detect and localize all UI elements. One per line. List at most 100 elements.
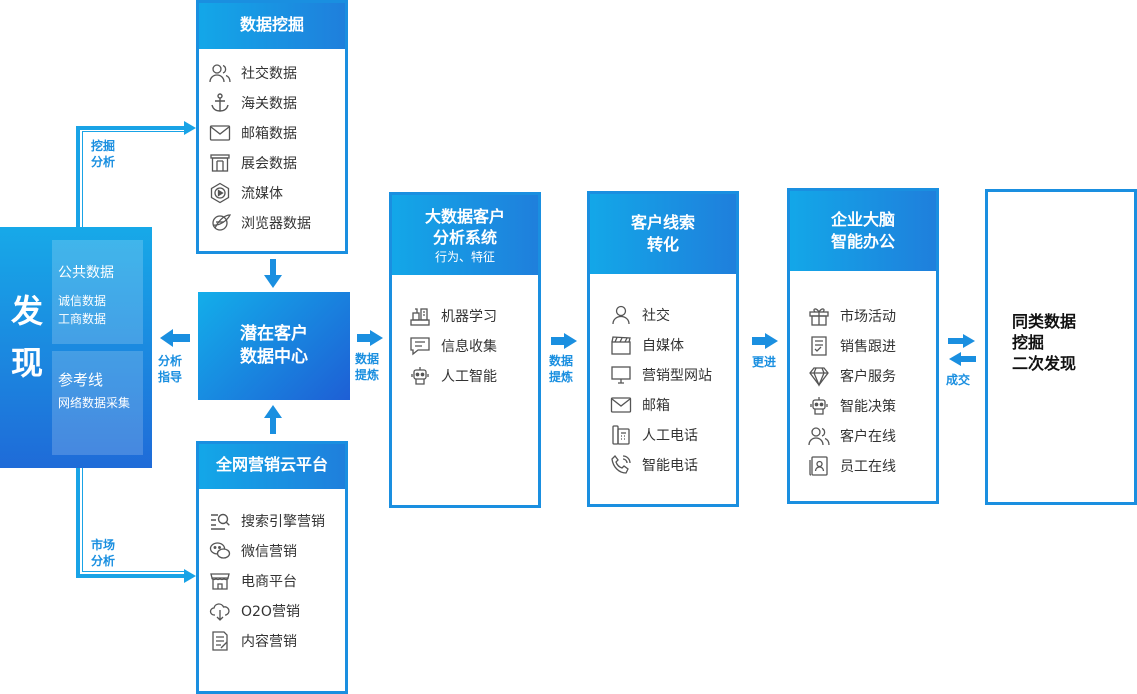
brain-item-label: 销售跟进 — [840, 339, 896, 355]
bigdata-analysis-panel: 大数据客户 分析系统 行为、特征 机器学习 信息收集 人工智能 — [389, 192, 541, 508]
leads-item-label: 社交 — [642, 308, 670, 324]
label-extract-2-a: 数据 — [549, 354, 574, 368]
marketing-item-content: 内容营销 — [209, 630, 297, 652]
arrow-right-advance — [752, 333, 778, 349]
marketing-item-wechat: 微信营销 — [209, 540, 297, 562]
leads-title-2: 转化 — [646, 235, 679, 254]
data-mining-panel: 数据挖掘 社交数据 海关数据 邮箱数据 展会数据 流媒体 浏览器数据 — [196, 0, 348, 254]
bigdata-subtitle: 行为、特征 — [434, 250, 495, 264]
label-market-analysis: 市场 分析 — [91, 537, 115, 569]
brain-item-label: 智能决策 — [840, 399, 896, 415]
monitor-icon — [610, 364, 632, 386]
marketing-item-label: 电商平台 — [241, 574, 297, 590]
marketing-item-label: 内容营销 — [241, 634, 297, 650]
connector-down-outline — [82, 468, 186, 572]
leads-item-label: 智能电话 — [642, 458, 698, 474]
label-market-analysis-2: 分析 — [91, 554, 116, 568]
final-line3: 二次发现 — [1012, 354, 1077, 373]
anchor-icon — [209, 92, 231, 114]
leads-title-1: 客户线索 — [630, 213, 695, 232]
brain-item-followup: 销售跟进 — [808, 335, 896, 357]
marketing-item-label: O2O营销 — [241, 604, 300, 620]
arrow-left-to-discovery — [160, 329, 190, 347]
bigdata-item-collect: 信息收集 — [409, 335, 497, 357]
data-mining-title: 数据挖掘 — [239, 15, 304, 34]
label-extract-1-b: 提炼 — [355, 368, 380, 382]
bigdata-header: 大数据客户 分析系统 行为、特征 — [392, 195, 538, 275]
play-icon — [209, 182, 231, 204]
bigdata-item-label: 机器学习 — [441, 309, 497, 325]
mining-item-label: 邮箱数据 — [241, 126, 297, 142]
label-deal: 成交 — [946, 373, 971, 387]
brain-item-service: 客户服务 — [808, 365, 896, 387]
label-extract-1: 数据 提炼 — [355, 351, 379, 383]
brain-item-label: 员工在线 — [840, 459, 896, 475]
discovery-block: 发 现 公共数据 诚信数据 工商数据 参考线 网络数据采集 — [0, 227, 152, 468]
shop-icon — [209, 570, 231, 592]
bigdata-title-1: 大数据客户 — [424, 207, 505, 226]
brain-item-customers: 客户在线 — [808, 425, 896, 447]
message-icon — [409, 335, 431, 357]
reference-title: 参考线 — [58, 371, 104, 389]
mining-item-email: 邮箱数据 — [209, 122, 297, 144]
leads-item-phone: 人工电话 — [610, 424, 698, 446]
mail-icon — [610, 394, 632, 416]
cloud-icon — [209, 600, 231, 622]
document-icon — [209, 630, 231, 652]
leads-item-email: 邮箱 — [610, 394, 670, 416]
arrow-right-extract-1 — [357, 330, 383, 346]
customer-leads-panel: 客户线索 转化 社交 自媒体 营销型网站 邮箱 人工电话 智能电话 — [587, 191, 739, 507]
arrow-right-to-final — [948, 334, 975, 348]
browser-icon — [209, 212, 231, 234]
clapper-icon — [610, 334, 632, 356]
leads-item-media: 自媒体 — [610, 334, 684, 356]
robot-icon — [409, 365, 431, 387]
bigdata-item-ml: 机器学习 — [409, 305, 497, 327]
brain-item-label: 客户服务 — [840, 369, 896, 385]
label-mine-analysis-1: 挖掘 — [91, 139, 116, 153]
gift-icon — [808, 305, 830, 327]
bigdata-title-2: 分析系统 — [432, 228, 497, 247]
marketing-title: 全网营销云平台 — [215, 455, 328, 474]
marketing-item-label: 搜索引擎营销 — [241, 514, 325, 530]
brain-item-label: 客户在线 — [840, 429, 896, 445]
center-line2: 数据中心 — [240, 347, 308, 367]
leads-item-label: 自媒体 — [642, 338, 684, 354]
mail-icon — [209, 122, 231, 144]
label-analysis-guide: 分析 指导 — [158, 353, 182, 385]
label-analysis-guide-2: 指导 — [158, 370, 183, 384]
checklist-icon — [808, 335, 830, 357]
arrow-up-to-center — [264, 405, 282, 434]
brain-header: 企业大脑 智能办公 — [790, 191, 936, 271]
public-data-sub1: 诚信数据 — [58, 294, 107, 308]
leads-item-label: 邮箱 — [642, 398, 670, 414]
mining-item-exhibition: 展会数据 — [209, 152, 297, 174]
id-card-icon — [808, 455, 830, 477]
brain-item-decision: 智能决策 — [808, 395, 896, 417]
brain-item-label: 市场活动 — [840, 309, 896, 325]
leads-item-label: 人工电话 — [642, 428, 698, 444]
connector-down-arrowhead — [184, 569, 196, 583]
arrow-right-extract-2 — [551, 333, 577, 349]
arrow-down-to-center — [264, 259, 282, 288]
final-line2: 挖掘 — [1012, 333, 1045, 352]
leads-item-website: 营销型网站 — [610, 364, 712, 386]
potential-customer-center: 潜在客户 数据中心 — [198, 292, 350, 400]
reference-sub1: 网络数据采集 — [58, 396, 131, 410]
mining-item-label: 社交数据 — [241, 66, 297, 82]
data-mining-header: 数据挖掘 — [199, 3, 345, 49]
discovery-char-1: 发 — [10, 292, 43, 330]
label-advance: 更进 — [752, 355, 777, 369]
users-icon — [808, 425, 830, 447]
connector-up-vertical — [76, 126, 80, 227]
leads-header: 客户线索 转化 — [590, 194, 736, 274]
user-icon — [610, 304, 632, 326]
label-extract-2: 数据 提炼 — [549, 353, 573, 385]
final-text: 同类数据 挖掘 二次发现 — [1012, 311, 1076, 374]
center-line1: 潜在客户 — [240, 324, 308, 344]
enterprise-brain-panel: 企业大脑 智能办公 市场活动 销售跟进 客户服务 智能决策 客户在线 员工在线 — [787, 188, 939, 504]
connector-up-outline — [82, 131, 186, 227]
connector-down-vertical — [76, 468, 80, 578]
marketing-item-sem: 搜索引擎营销 — [209, 510, 325, 532]
exhibition-icon — [209, 152, 231, 174]
